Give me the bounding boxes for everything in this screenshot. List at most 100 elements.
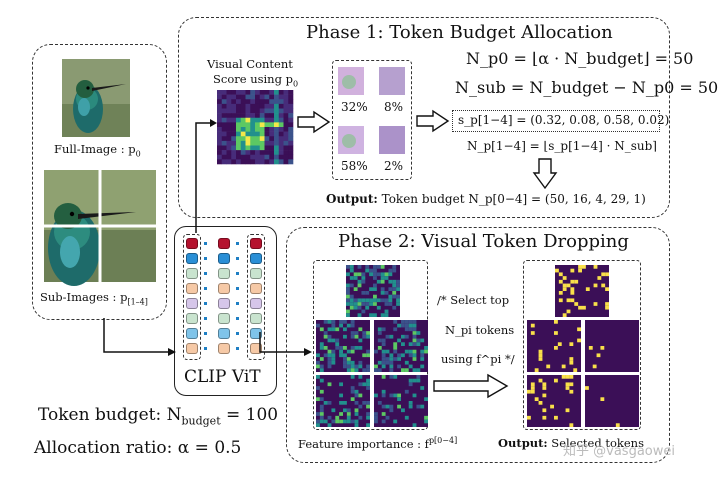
map-cell (377, 368, 382, 372)
map-cell (561, 364, 566, 369)
heatmap-cell (255, 94, 261, 100)
heatmap-cell (288, 127, 294, 132)
map-cell (357, 298, 362, 303)
map-cell (327, 320, 332, 324)
map-cell (408, 327, 413, 332)
heatmap-cell (264, 103, 270, 109)
map-cell (366, 334, 370, 339)
map-cell (562, 276, 567, 280)
map-cell (404, 349, 409, 354)
heatmap-cell (259, 99, 265, 105)
phase1-output: Output: Token budget N_p[0−4] = (50, 16,… (326, 192, 646, 206)
map-cell (600, 397, 605, 401)
map-cell (397, 323, 401, 328)
map-cell (327, 357, 332, 361)
heatmap-cell (259, 136, 265, 142)
heatmap-cell (226, 150, 232, 156)
map-cell (343, 334, 347, 339)
heatmap-cell (259, 103, 265, 109)
map-cell (546, 364, 551, 369)
map-cell (349, 283, 354, 288)
map-cell (343, 357, 347, 361)
heatmap-cell (264, 131, 270, 137)
heatmap-cell (278, 94, 284, 100)
map-cell (369, 302, 373, 306)
heatmap-cell (283, 136, 289, 142)
map-cell (408, 364, 413, 369)
map-cell (358, 338, 363, 343)
heatmap-cell (274, 99, 280, 105)
selected-map-sub2 (585, 320, 639, 372)
map-cell (605, 302, 609, 306)
map-cell (562, 313, 567, 317)
map-cell (381, 353, 386, 358)
selected-map-sub4 (585, 375, 639, 427)
heatmap-cell (236, 94, 242, 100)
map-cell (376, 272, 381, 277)
heatmap-cell (221, 136, 227, 142)
heatmap-cell (278, 103, 284, 109)
map-cell (393, 357, 398, 361)
phase2-output-bold: Output: (498, 436, 548, 450)
heatmap-cell (221, 103, 227, 109)
heatmap-cell (259, 140, 265, 146)
map-cell (362, 334, 367, 339)
map-cell (346, 283, 350, 288)
heatmap-cell (240, 117, 246, 123)
map-cell (385, 334, 390, 339)
map-cell (593, 265, 598, 269)
map-cell (354, 423, 359, 427)
heatmap-cell (240, 90, 246, 95)
map-cell (596, 353, 601, 358)
map-cell (331, 408, 336, 413)
map-cell (412, 323, 417, 328)
map-cell (343, 327, 347, 332)
budget-text: Token budget: N (38, 405, 182, 425)
map-cell (327, 360, 332, 365)
map-cell (354, 419, 359, 424)
map-cell (377, 331, 382, 335)
heatmap-cell (283, 127, 289, 132)
heatmap-cell (264, 122, 270, 128)
map-cell (346, 419, 351, 424)
heatmap-cell (264, 154, 270, 160)
map-cell (389, 353, 394, 358)
heatmap-cell (288, 117, 294, 123)
heatmap-cell (221, 108, 227, 114)
map-cell (339, 320, 343, 324)
heatmap-cell (269, 140, 275, 146)
clip-vit-label: CLIP ViT (184, 367, 261, 387)
map-cell (393, 342, 398, 346)
map-cell (316, 364, 320, 369)
selected-map-full (555, 265, 609, 317)
heatmap-cell (269, 103, 275, 109)
heatmap-cell (274, 145, 280, 151)
heatmap-cell (217, 150, 223, 156)
feature-map-sub2 (374, 320, 428, 372)
map-cell (350, 323, 355, 328)
map-cell (369, 287, 373, 291)
heatmap-cell (278, 150, 284, 156)
phase1-panel (178, 17, 670, 218)
heatmap-cell (221, 140, 227, 146)
map-cell (401, 368, 405, 372)
map-cell (397, 338, 401, 343)
sub-images-label-text: Sub-Images : p (40, 290, 128, 304)
map-cell (316, 323, 320, 328)
map-cell (361, 276, 366, 280)
map-cell (615, 423, 620, 427)
map-cell (354, 412, 359, 416)
map-cell (346, 287, 350, 291)
map-cell (404, 360, 409, 365)
heatmap-cell (245, 131, 251, 137)
map-cell (424, 349, 428, 354)
heatmap-cell (259, 159, 265, 165)
map-cell (554, 331, 558, 335)
heatmap-cell (217, 90, 223, 95)
heatmap-cell (245, 127, 251, 132)
heatmap-cell (221, 131, 227, 137)
heatmap-cell (274, 113, 280, 119)
scores-eq: s_p[1−4] = (0.32, 0.08, 0.58, 0.02) (458, 113, 670, 127)
map-cell (331, 323, 336, 328)
token-dot (204, 347, 207, 350)
